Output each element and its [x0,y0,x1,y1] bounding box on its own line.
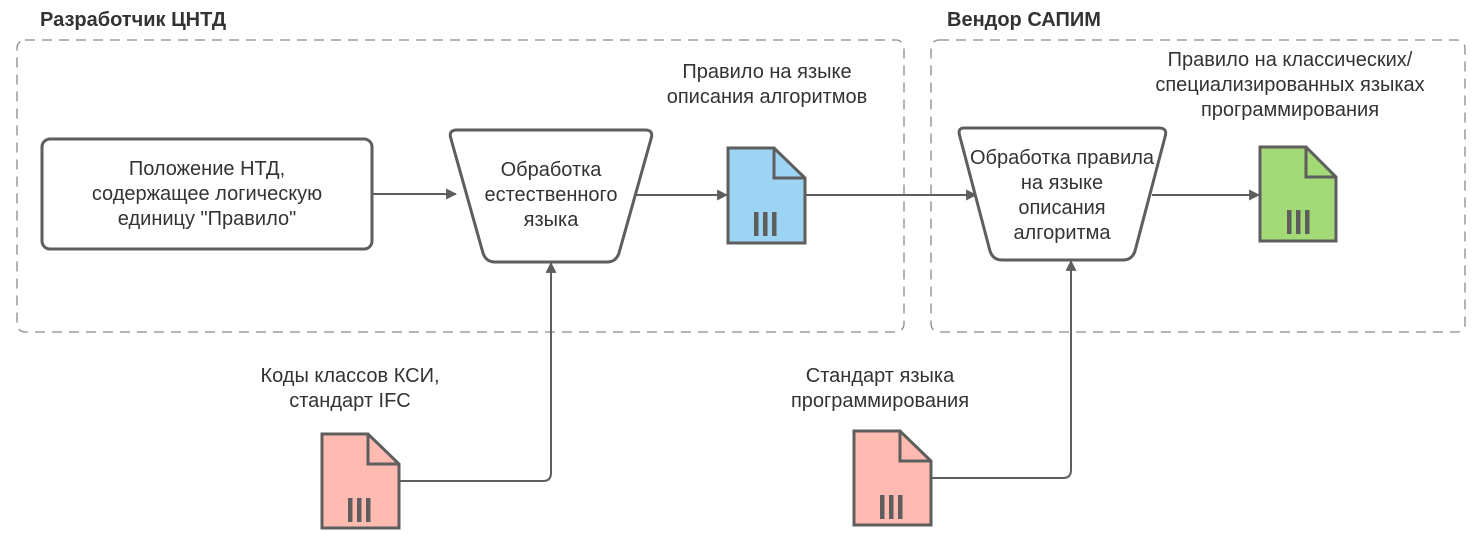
document-icon-algo-rule[interactable] [726,146,807,245]
text-line: Положение НТД, [128,157,286,180]
text-line: алгоритма [1013,222,1111,244]
lane-title-developer: Разработчик ЦНТД [40,9,227,31]
text-line: Правило на языке [682,61,852,83]
text-line: единицу "Правило" [117,207,297,230]
text-line: стандарт IFC [289,390,411,412]
text-line: Стандарт языка [805,365,955,387]
text-line: описания [1018,197,1106,219]
text-line: специализированных языках [1155,74,1425,96]
lane-container-vendor [930,39,1466,333]
lane-container-developer [16,39,905,333]
text-line: программирования [1200,99,1380,121]
text-line: на языке [1020,172,1104,194]
caption-lang-std: Стандарт языка программирования [770,364,990,414]
node-source-provision-label: Положение НТД, содержащее логическую еди… [42,139,372,249]
caption-algo-rule: Правило на языке описания алгоритмов [647,60,887,110]
edge-lang-std-to-rule-process[interactable] [932,259,1077,479]
text-line: описания алгоритмов [666,86,868,108]
node-nlp-process-label: Обработка естественного языка [468,140,634,250]
text-line: содержащее логическую [91,182,323,205]
text-line: Обработка [500,158,602,181]
document-icon-ksi[interactable] [320,432,401,530]
edge-ksi-to-nlp[interactable] [400,261,557,482]
text-line: Правило на классических/ [1167,49,1413,71]
caption-prog-rule: Правило на классических/ специализирован… [1130,48,1450,123]
text-line: языка [523,208,579,231]
node-nlp-process-shape[interactable] [448,128,654,264]
caption-ksi: Коды классов КСИ, стандарт IFC [240,364,460,414]
document-icon-prog-rule[interactable] [1258,145,1338,243]
lane-title-vendor: Вендор САПИМ [947,9,1101,31]
text-line: Коды классов КСИ, [260,365,440,387]
node-source-provision-shape[interactable] [40,137,374,251]
node-rule-process-label: Обработка правила на языке описания алго… [960,134,1164,258]
text-line: Обработка правила [969,147,1155,169]
text-line: естественного [484,183,618,206]
document-icon-lang-std[interactable] [852,429,933,527]
text-line: программирования [790,390,970,412]
node-rule-process-shape[interactable] [957,126,1168,262]
